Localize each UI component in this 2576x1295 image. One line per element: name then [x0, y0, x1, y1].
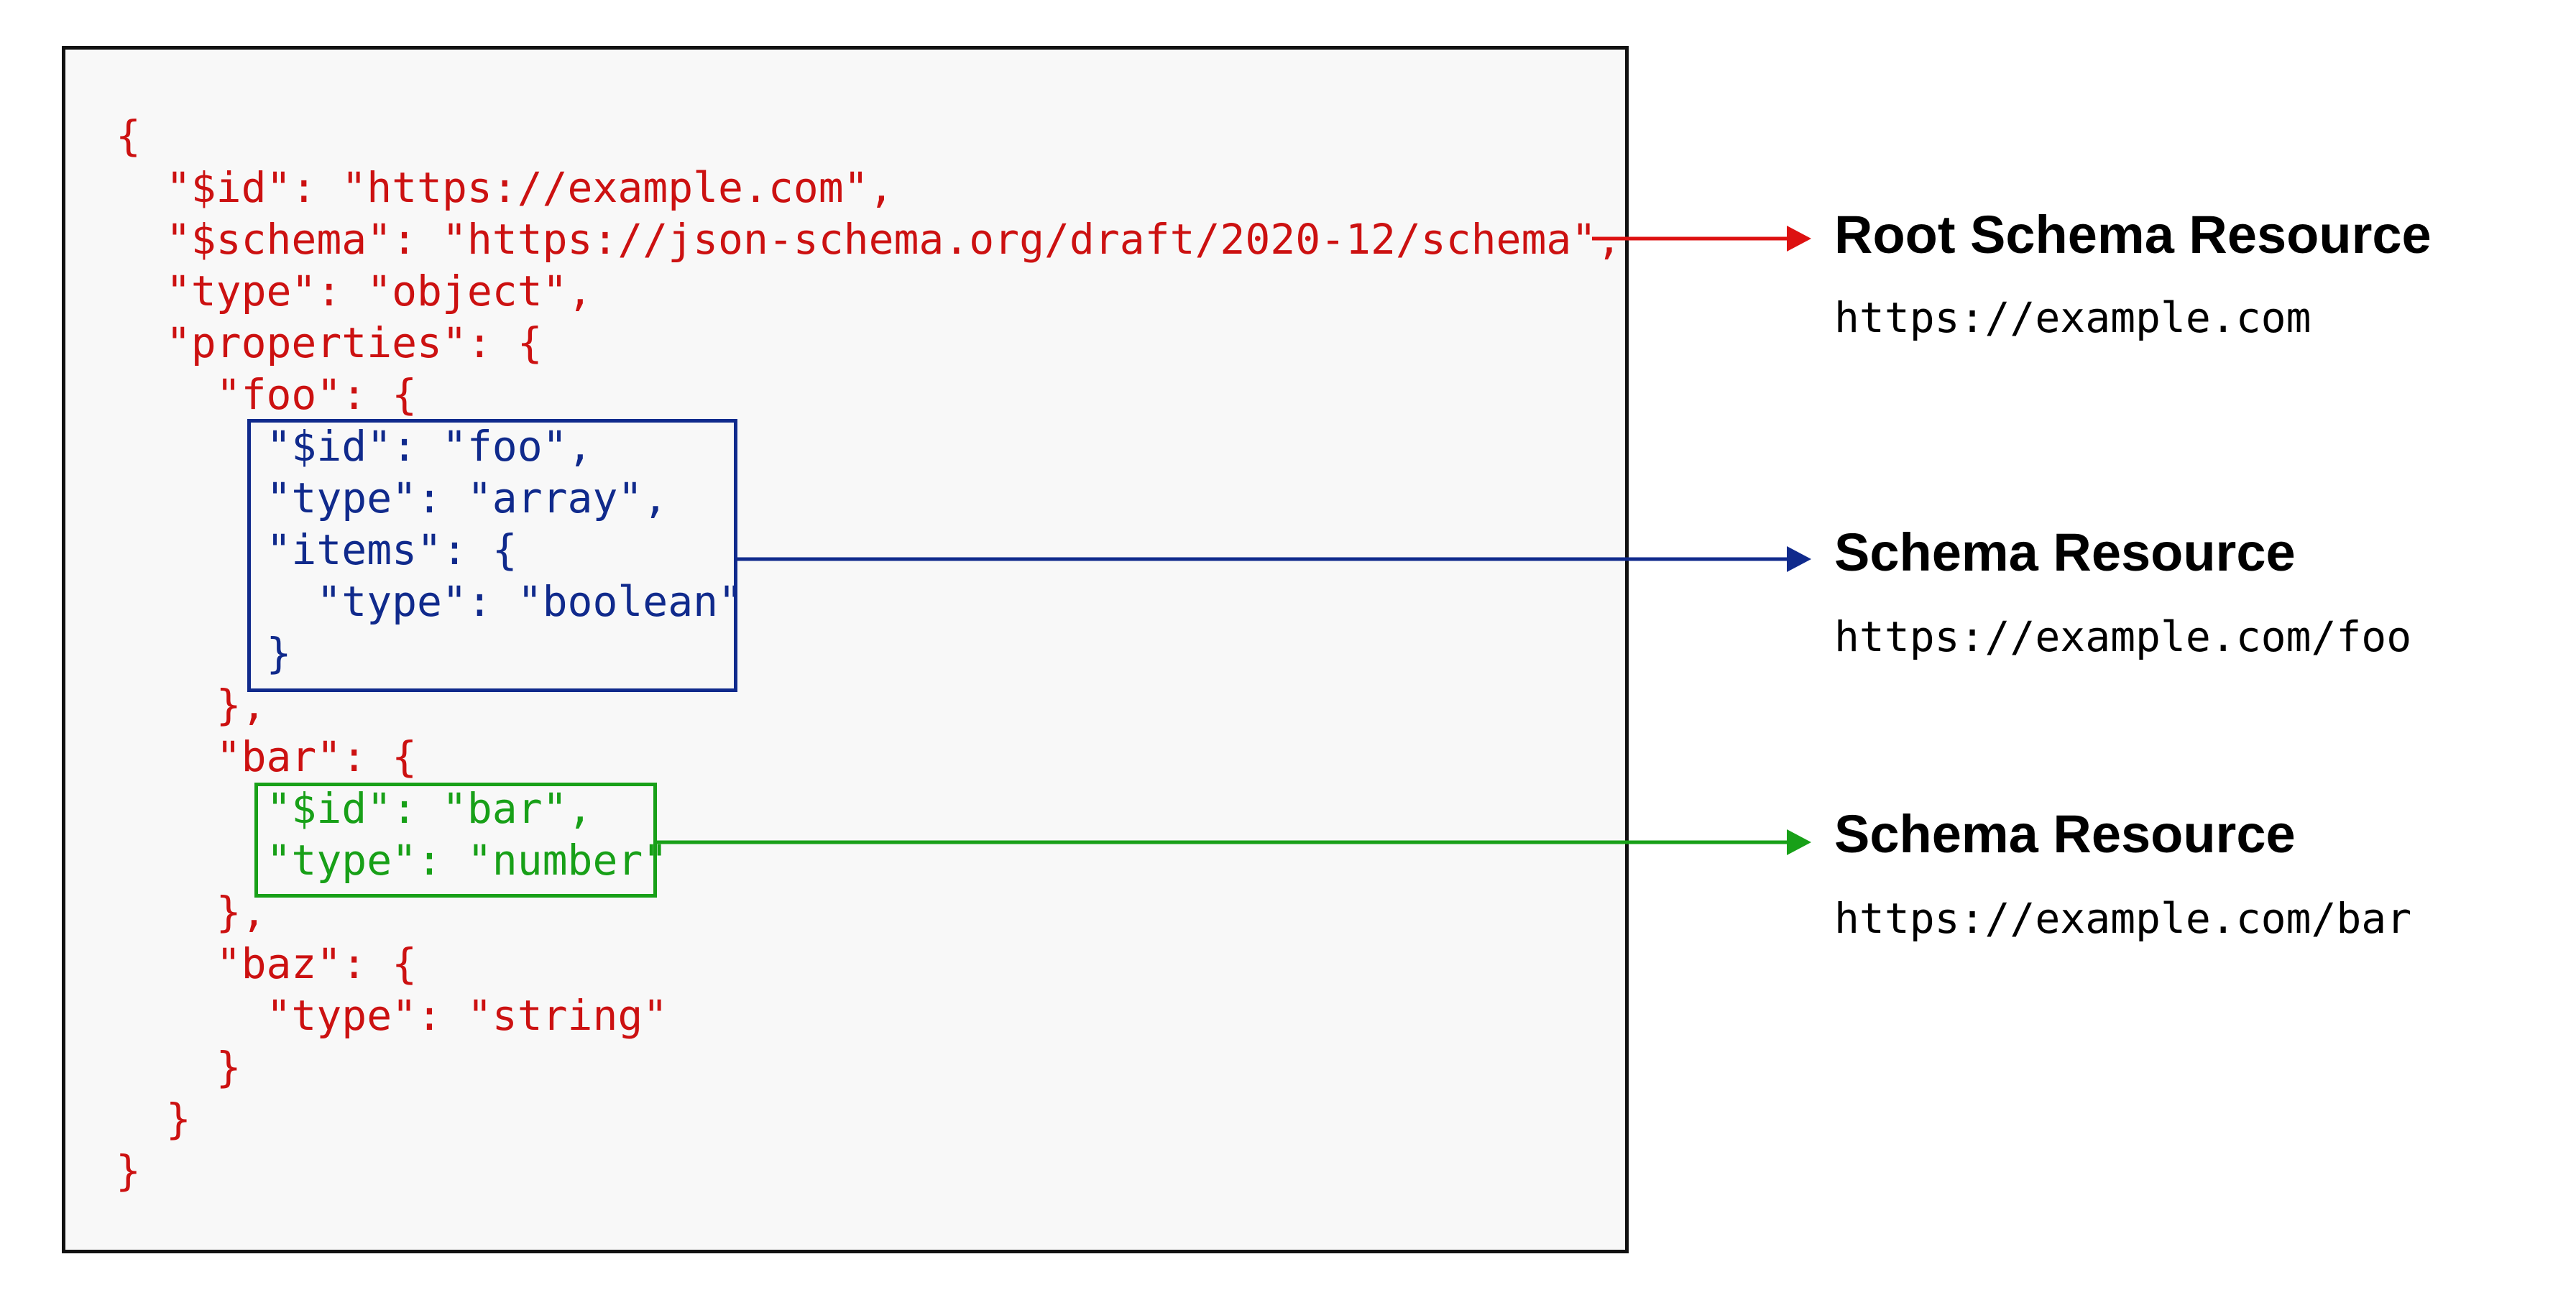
root-resource-title: Root Schema Resource: [1834, 205, 2432, 264]
code-line: "type": "string": [116, 991, 668, 1040]
code-line: }: [116, 1043, 242, 1092]
root-resource-url: https://example.com: [1834, 293, 2312, 342]
code-line: "$id": "foo",: [116, 422, 593, 471]
bar-highlight-box: [254, 783, 657, 898]
code-line: "$schema": "https://json-schema.org/draf…: [116, 215, 1622, 264]
code-line: {: [116, 111, 141, 160]
code-line: "bar": {: [116, 732, 418, 781]
foo-highlight-box: [247, 419, 737, 692]
code-line: "type": "boolean": [116, 577, 743, 626]
code-line: }: [116, 629, 292, 678]
code-line: }: [116, 1146, 141, 1195]
code-line: }: [116, 1094, 191, 1143]
code-line: "type": "object",: [116, 267, 593, 315]
foo-resource-title: Schema Resource: [1834, 522, 2296, 582]
code-panel: { "$id": "https://example.com", "$schema…: [62, 46, 1629, 1253]
code-line: "foo": {: [116, 370, 418, 419]
arrow-bar-schema: [657, 829, 1811, 855]
arrow-foo-schema: [737, 546, 1811, 572]
code-line: "properties": {: [116, 318, 543, 367]
code-line: "$id": "bar",: [116, 784, 593, 833]
code-line: "baz": {: [116, 939, 418, 988]
code-line: "type": "number": [116, 836, 668, 885]
code-line: "$id": "https://example.com",: [116, 163, 894, 212]
bar-resource-url: https://example.com/bar: [1834, 894, 2412, 943]
foo-resource-url: https://example.com/foo: [1834, 612, 2412, 661]
arrow-root-schema: [1592, 226, 1811, 252]
code-line: "type": "array",: [116, 474, 668, 522]
code-line: "items": {: [116, 525, 518, 574]
bar-resource-title: Schema Resource: [1834, 804, 2296, 864]
